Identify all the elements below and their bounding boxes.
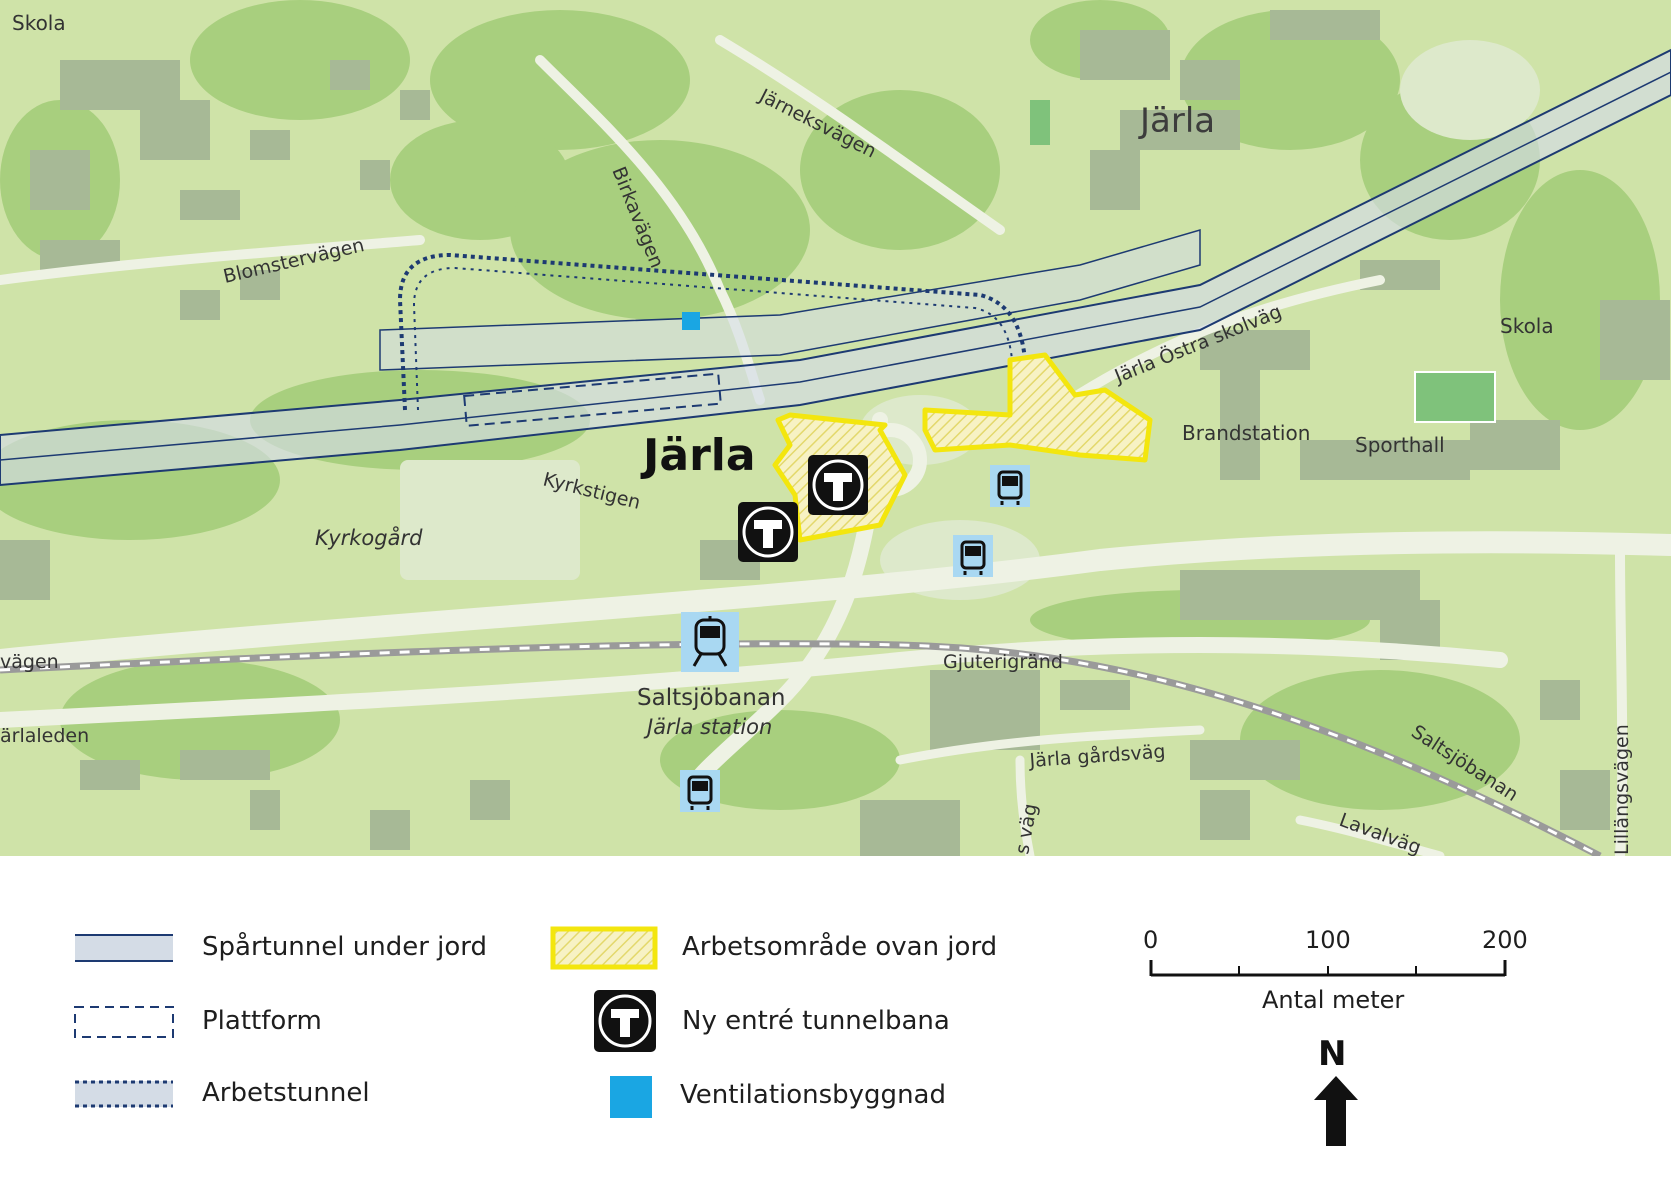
bus-icon[interactable]	[990, 465, 1030, 507]
label-jarla-station: Järla station	[643, 715, 772, 739]
label-saltsjobanan-station: Saltsjöbanan	[637, 685, 786, 711]
scale-tick-200: 200	[1482, 926, 1528, 954]
label-skola-nw: Skola	[12, 11, 66, 35]
track-tunnel	[0, 48, 1671, 487]
legend-label-ventilation: Ventilationsbyggnad	[680, 1080, 946, 1110]
bus-icon[interactable]	[680, 770, 720, 812]
legend-label-work-area: Arbetsområde ovan jord	[682, 932, 998, 962]
saltsjobanan-rail	[0, 640, 1602, 856]
sport-field	[1414, 371, 1496, 423]
label-brandstation: Brandstation	[1182, 421, 1310, 445]
legend-swatch-ventilation	[610, 1076, 652, 1118]
label-gjuterigrand: Gjuterigränd	[943, 651, 1063, 673]
north-arrow-icon	[1314, 1076, 1358, 1146]
scale-bar	[1149, 960, 1507, 977]
ventilation-building[interactable]	[682, 312, 700, 330]
scale-tick-100: 100	[1305, 926, 1351, 954]
metro-entrance-1[interactable]	[808, 455, 868, 515]
label-lillangsvagen: Lillängsvägen	[1611, 724, 1633, 855]
label-vagen-w: vägen	[0, 651, 59, 673]
train-icon[interactable]	[681, 612, 739, 672]
label-sporthall: Sporthall	[1355, 433, 1445, 457]
scale-tick-0: 0	[1143, 926, 1159, 954]
legend: Spårtunnel under jord Plattform Arbetstu…	[0, 856, 1671, 1178]
legend-swatch-work-area	[550, 926, 658, 970]
legend-swatch-platform	[74, 1006, 174, 1038]
buildings	[0, 10, 1670, 856]
label-station: Järla	[640, 430, 756, 481]
north-label: N	[1318, 1034, 1347, 1074]
bus-icon[interactable]	[953, 535, 993, 577]
metro-t-icon	[594, 990, 656, 1052]
work-area-east[interactable]	[922, 352, 1153, 463]
legend-swatch-track-tunnel	[75, 934, 173, 962]
label-jarlaleden: ärlaleden	[0, 725, 89, 747]
work-tunnel-inner	[412, 266, 1013, 411]
legend-swatch-work-tunnel	[75, 1080, 173, 1108]
label-district: Järla	[1138, 101, 1215, 141]
legend-label-metro-entrance: Ny entré tunnelbana	[682, 1006, 950, 1036]
work-tunnel	[397, 252, 1027, 411]
label-kyrkogard: Kyrkogård	[315, 525, 423, 550]
legend-label-platform: Plattform	[202, 1006, 322, 1036]
map-canvas[interactable]: Skola Skola Järla Blomstervägen Birkaväg…	[0, 0, 1671, 856]
legend-label-track-tunnel: Spårtunnel under jord	[202, 932, 488, 962]
sport-field-2	[1030, 100, 1050, 145]
scale-unit-label: Antal meter	[1262, 986, 1405, 1014]
metro-entrance-2[interactable]	[738, 502, 798, 562]
label-skola-e: Skola	[1500, 314, 1554, 338]
legend-label-work-tunnel: Arbetstunnel	[202, 1078, 370, 1108]
